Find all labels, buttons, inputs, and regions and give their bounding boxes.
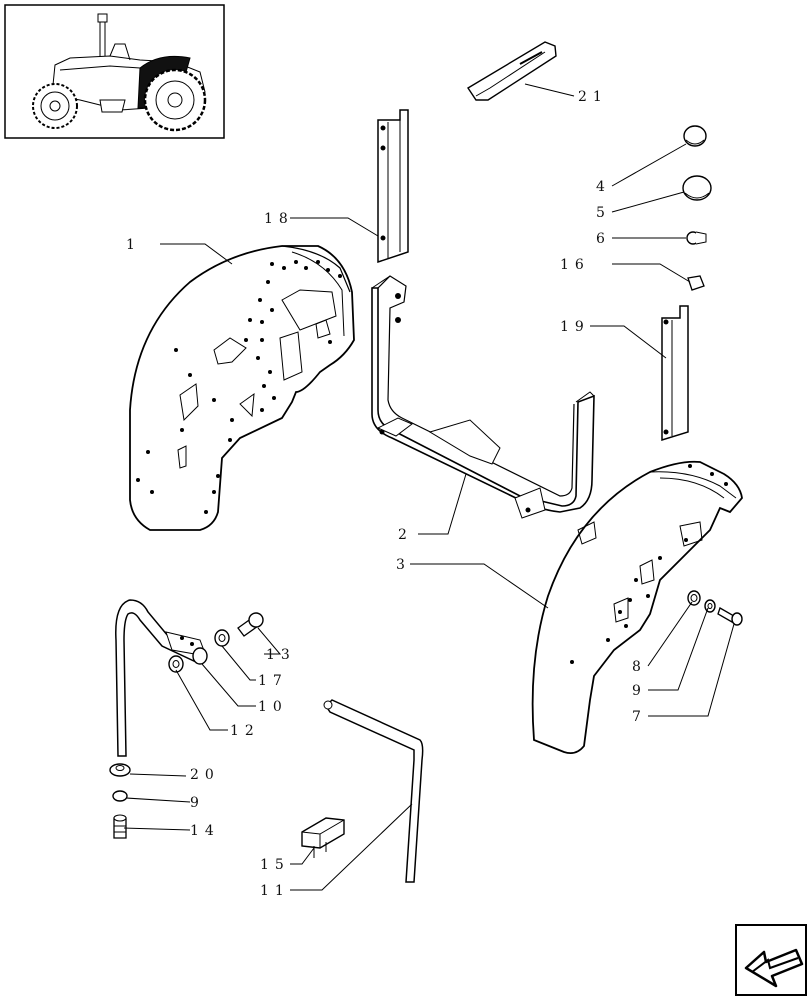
leader-lines xyxy=(123,83,735,891)
callout-16[interactable]: 16 xyxy=(560,257,590,273)
bumper-16[interactable] xyxy=(687,275,705,291)
callout-10[interactable]: 10 xyxy=(258,699,288,715)
callout-17[interactable]: 17 xyxy=(258,673,288,689)
callout-15[interactable]: 15 xyxy=(260,857,290,873)
arrow-back-icon xyxy=(744,948,804,988)
callout-18[interactable]: 18 xyxy=(264,211,294,227)
washer-17[interactable] xyxy=(214,629,230,647)
tractor-thumbnail[interactable] xyxy=(4,4,225,139)
bolt-13[interactable] xyxy=(237,612,264,637)
nut-12[interactable] xyxy=(168,655,184,673)
nut-10[interactable] xyxy=(192,647,208,665)
nut-8[interactable] xyxy=(687,590,701,606)
washer-9-left[interactable] xyxy=(112,790,128,802)
upper-vertical-bracket[interactable] xyxy=(377,109,409,264)
support-rod-11[interactable] xyxy=(323,699,424,883)
bolt-14[interactable] xyxy=(113,814,127,839)
plug-4[interactable] xyxy=(683,125,707,147)
callout-9-right[interactable]: 9 xyxy=(632,683,647,699)
clip-6[interactable] xyxy=(686,231,707,245)
callout-1[interactable]: 1 xyxy=(126,237,141,253)
callout-6[interactable]: 6 xyxy=(596,231,611,247)
callout-13[interactable]: 13 xyxy=(266,647,296,663)
fender-support-frame[interactable] xyxy=(371,275,595,519)
plug-5[interactable] xyxy=(682,175,712,201)
support-rod-left[interactable] xyxy=(115,599,207,757)
callout-21[interactable]: 21 xyxy=(578,89,608,105)
left-fender[interactable] xyxy=(129,245,355,531)
callout-20[interactable]: 20 xyxy=(190,767,220,783)
right-vertical-bracket[interactable] xyxy=(661,305,689,442)
callout-9-left[interactable]: 9 xyxy=(190,795,205,811)
callout-14[interactable]: 14 xyxy=(190,823,220,839)
callout-2[interactable]: 2 xyxy=(398,527,413,543)
callout-labels: 1 2 3 4 5 6 7 8 9 9 10 11 12 13 14 15 16… xyxy=(126,89,647,899)
bolt-7[interactable] xyxy=(717,607,743,626)
right-fender[interactable] xyxy=(531,460,743,755)
callout-7[interactable]: 7 xyxy=(632,709,647,725)
callout-19[interactable]: 19 xyxy=(560,319,590,335)
washer-20[interactable] xyxy=(109,763,131,777)
clip-21[interactable] xyxy=(467,41,557,101)
bumper-15[interactable] xyxy=(301,817,345,858)
callout-12[interactable]: 12 xyxy=(230,723,260,739)
washer-9-right[interactable] xyxy=(704,599,716,613)
callout-11[interactable]: 11 xyxy=(260,883,290,899)
callout-3[interactable]: 3 xyxy=(396,557,411,573)
callout-4[interactable]: 4 xyxy=(596,179,611,195)
next-page-button[interactable] xyxy=(735,924,807,996)
callout-8[interactable]: 8 xyxy=(632,659,647,675)
callout-5[interactable]: 5 xyxy=(596,205,611,221)
